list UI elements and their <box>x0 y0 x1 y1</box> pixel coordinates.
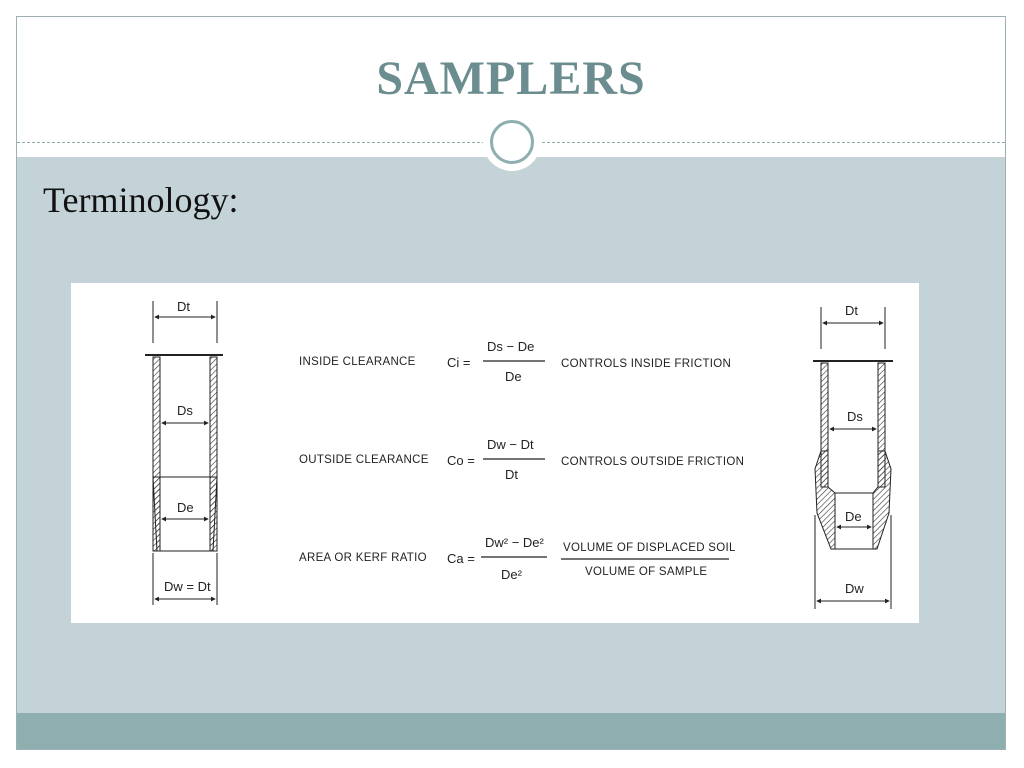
term-label: OUTSIDE CLEARANCE <box>299 454 429 466</box>
left-de-label: De <box>177 500 194 515</box>
symbol-label: Ci = <box>447 355 470 370</box>
numerator-label: Dw² − De² <box>485 535 545 550</box>
left-ds-label: Ds <box>177 403 193 418</box>
formula-row-area-ratio: AREA OR KERF RATIO Ca = Dw² − De² De² VO… <box>299 535 736 582</box>
ornament-ring <box>490 120 534 164</box>
effect-numerator-label: VOLUME OF DISPLACED SOIL <box>563 542 736 554</box>
footer-band <box>17 713 1005 749</box>
left-sampler: Dt Ds De <box>145 299 223 605</box>
circle-ornament-icon <box>483 113 541 171</box>
right-ds-label: Ds <box>847 409 863 424</box>
symbol-label: Co = <box>447 453 475 468</box>
slide-subtitle: Terminology: <box>43 180 239 220</box>
formula-row-outside-clearance: OUTSIDE CLEARANCE Co = Dw − Dt Dt CONTRO… <box>299 437 744 482</box>
slide: SAMPLERS Terminology: Dt <box>16 16 1006 750</box>
effect-label: CONTROLS OUTSIDE FRICTION <box>561 456 744 468</box>
right-dw-label: Dw <box>845 581 864 596</box>
formula-row-inside-clearance: INSIDE CLEARANCE Ci = Ds − De De CONTROL… <box>299 339 731 384</box>
denominator-label: De² <box>501 567 523 582</box>
right-dt-label: Dt <box>845 303 858 318</box>
left-dt-label: Dt <box>177 299 190 314</box>
sampler-diagram: Dt Ds De <box>145 299 893 609</box>
left-dw-label: Dw = Dt <box>164 579 211 594</box>
right-sampler: Dt Ds De Dw <box>813 303 893 609</box>
numerator-label: Ds − De <box>487 339 534 354</box>
symbol-label: Ca = <box>447 551 475 566</box>
term-label: INSIDE CLEARANCE <box>299 356 416 368</box>
denominator-label: Dt <box>505 467 518 482</box>
effect-label: CONTROLS INSIDE FRICTION <box>561 358 731 370</box>
numerator-label: Dw − Dt <box>487 437 534 452</box>
denominator-label: De <box>505 369 522 384</box>
term-label: AREA OR KERF RATIO <box>299 552 427 564</box>
right-de-label: De <box>845 509 862 524</box>
slide-title: SAMPLERS <box>376 52 646 105</box>
effect-denominator-label: VOLUME OF SAMPLE <box>585 566 707 578</box>
sampler-figure: Dt Ds De <box>71 283 919 623</box>
